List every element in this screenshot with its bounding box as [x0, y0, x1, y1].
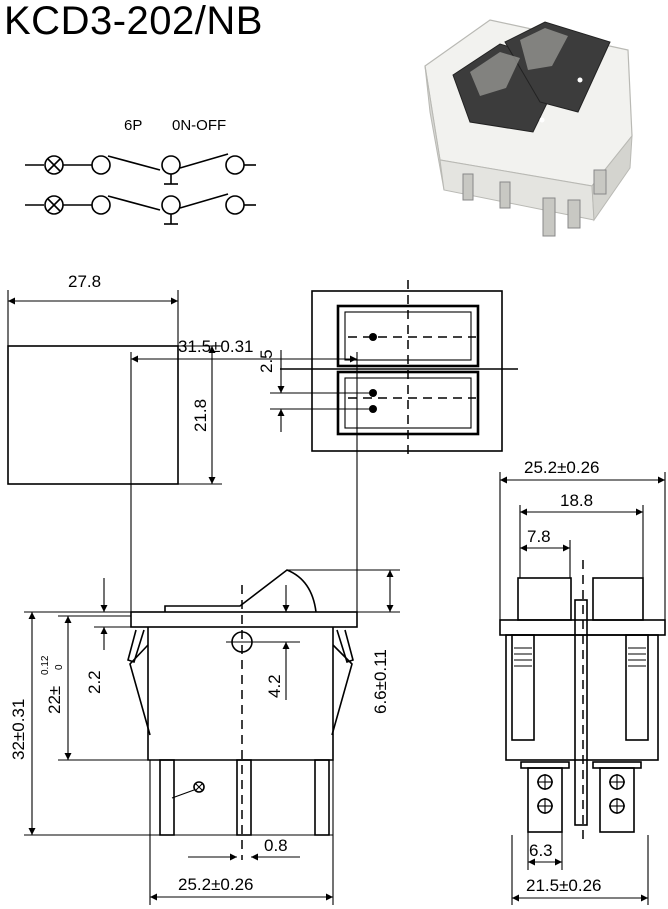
dim-terminal-span: 18.8: [560, 491, 593, 510]
dim-terminal-offset: 7.8: [527, 527, 551, 546]
dim-body-tol-upper: 0.12: [40, 655, 51, 675]
dim-front-width: 31.5±0.31: [178, 337, 254, 356]
top-view: 2.5: [257, 280, 518, 458]
dim-side-width: 27.8: [68, 272, 101, 291]
dim-body-tol-lower: 0: [54, 664, 65, 670]
dim-terminal-thickness: 0.8: [264, 836, 288, 855]
model-title: KCD3-202/NB: [4, 0, 263, 43]
function-label: 0N-OFF: [172, 117, 226, 134]
dim-total-height: 32±0.31: [9, 699, 28, 760]
dim-flange-thickness: 2.2: [85, 670, 104, 694]
dim-pitch: 2.5: [257, 349, 276, 373]
circuit-schematic: 6P 0N-OFF: [25, 117, 256, 225]
dim-front-terminal-span: 25.2±0.26: [178, 875, 254, 894]
dim-rocker-height: 6.6±0.11: [371, 649, 390, 714]
product-photo: [424, 19, 633, 237]
side-view: 27.8 21.8: [7, 272, 222, 485]
dim-body-height: 22±: [45, 686, 64, 714]
dim-side-height: 21.8: [191, 399, 210, 432]
pins-label: 6P: [124, 117, 142, 134]
front-view: 31.5±0.31 6.6±0.11: [9, 337, 400, 905]
dim-terminal-width: 6.3: [529, 841, 553, 860]
dim-end-terminal-span: 21.5±0.26: [526, 876, 602, 895]
dim-pivot-offset: 4.2: [265, 674, 284, 698]
dim-end-width: 25.2±0.26: [524, 458, 600, 477]
end-view: 25.2±0.26 18.8 7.8: [499, 458, 666, 905]
